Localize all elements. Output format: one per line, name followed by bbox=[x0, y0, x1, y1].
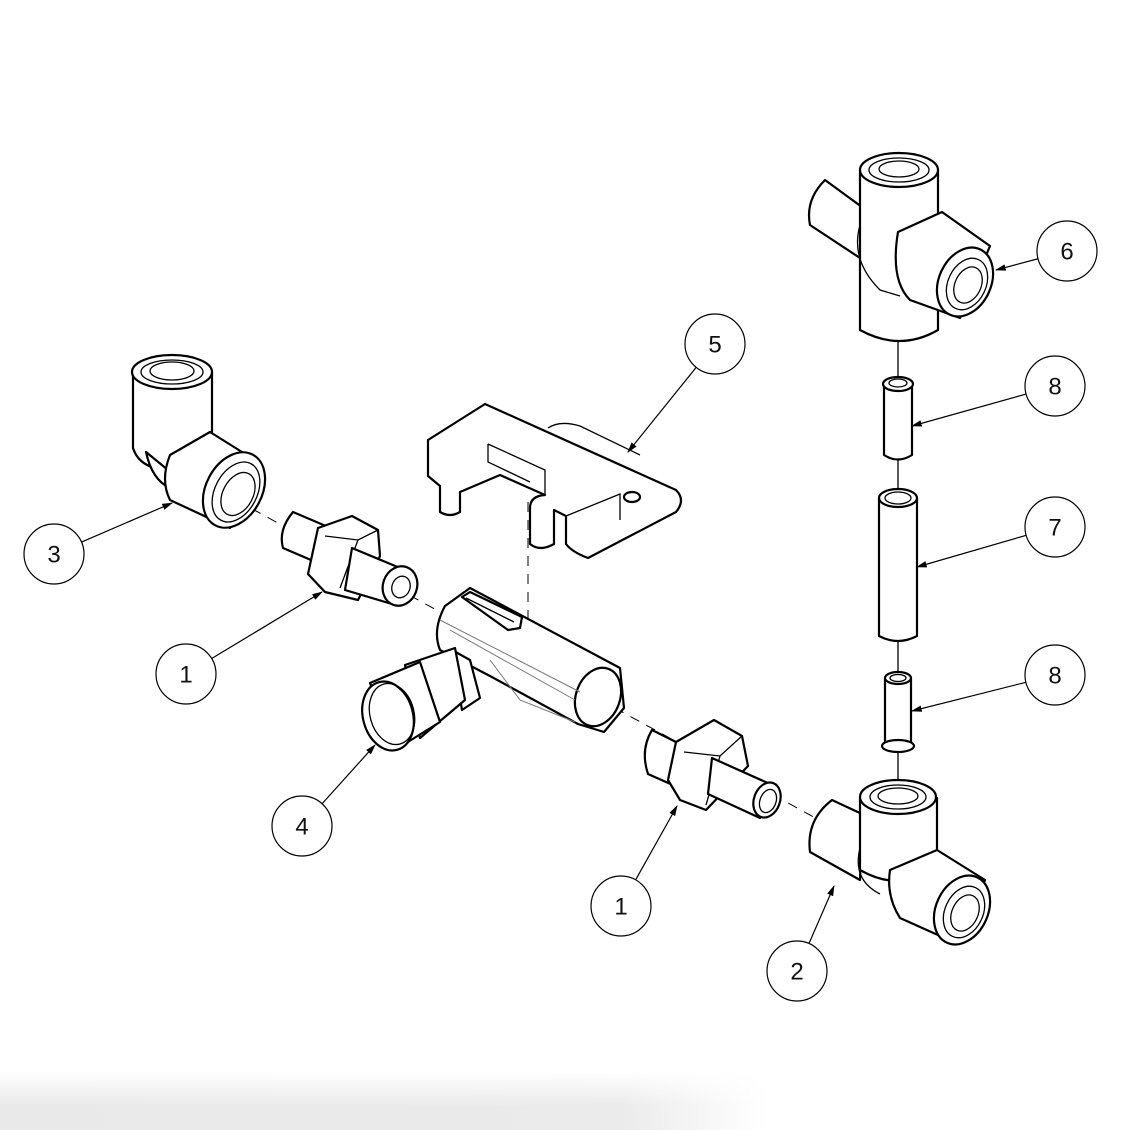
part-long-tube bbox=[877, 487, 919, 643]
part-short-sleeve-upper bbox=[881, 375, 915, 461]
balloon-number: 5 bbox=[708, 332, 721, 359]
leader-line-arrow bbox=[211, 591, 323, 660]
part-short-sleeve-lower bbox=[880, 670, 916, 754]
balloon-number: 7 bbox=[1048, 515, 1061, 542]
leader-line-arrow bbox=[635, 805, 678, 881]
balloon-3: 3 bbox=[23, 502, 173, 585]
balloon-number: 3 bbox=[47, 542, 60, 569]
leader-line-arrow bbox=[994, 258, 1039, 271]
balloon-number: 4 bbox=[295, 814, 308, 841]
part-valve-body bbox=[435, 586, 626, 734]
balloon-number: 1 bbox=[614, 894, 627, 921]
part-hex-nipple-right bbox=[643, 718, 782, 820]
balloon-circle bbox=[590, 875, 652, 937]
leader-line-arrow bbox=[910, 393, 1027, 427]
balloon-circle bbox=[271, 795, 333, 857]
balloon-2: 2 bbox=[766, 885, 835, 1002]
balloon-6: 6 bbox=[994, 220, 1098, 282]
balloon-circle bbox=[684, 313, 746, 375]
balloon-7: 7 bbox=[915, 496, 1086, 568]
part-cross-fitting bbox=[807, 151, 995, 343]
balloon-circle bbox=[766, 940, 828, 1002]
leader-line-arrow bbox=[627, 366, 697, 453]
part-mounting-bracket bbox=[426, 402, 683, 560]
balloon-number: 8 bbox=[1048, 374, 1061, 401]
bottom-shadow-gradient bbox=[0, 1070, 1130, 1130]
balloon-8a: 8 bbox=[910, 355, 1086, 427]
leader-line-arrow bbox=[910, 681, 1027, 712]
balloon-callouts: 1 1 2 3 4 5 6 7 8 8 bbox=[23, 220, 1098, 1002]
balloon-circle bbox=[155, 643, 217, 705]
balloon-circle bbox=[23, 523, 85, 585]
balloon-number: 1 bbox=[179, 662, 192, 689]
balloon-circle bbox=[1024, 355, 1086, 417]
balloon-1a: 1 bbox=[155, 591, 323, 705]
balloon-1b: 1 bbox=[590, 805, 678, 937]
balloon-number: 6 bbox=[1060, 239, 1073, 266]
part-valve-knob bbox=[361, 646, 482, 752]
balloon-circle bbox=[1036, 220, 1098, 282]
balloon-4: 4 bbox=[271, 744, 376, 857]
balloon-circle bbox=[1024, 496, 1086, 558]
part-elbow-fitting bbox=[130, 353, 267, 530]
leader-line-arrow bbox=[81, 502, 173, 543]
balloon-number: 8 bbox=[1048, 663, 1061, 690]
leader-line-arrow bbox=[915, 534, 1027, 568]
part-hex-nipple-left bbox=[280, 510, 419, 607]
balloon-8b: 8 bbox=[910, 644, 1086, 712]
part-tee-fitting bbox=[808, 778, 992, 946]
balloon-5: 5 bbox=[627, 313, 746, 453]
leader-line-arrow bbox=[321, 744, 376, 805]
leader-line-arrow bbox=[808, 885, 835, 944]
balloon-circle bbox=[1024, 644, 1086, 706]
balloon-number: 2 bbox=[790, 959, 803, 986]
